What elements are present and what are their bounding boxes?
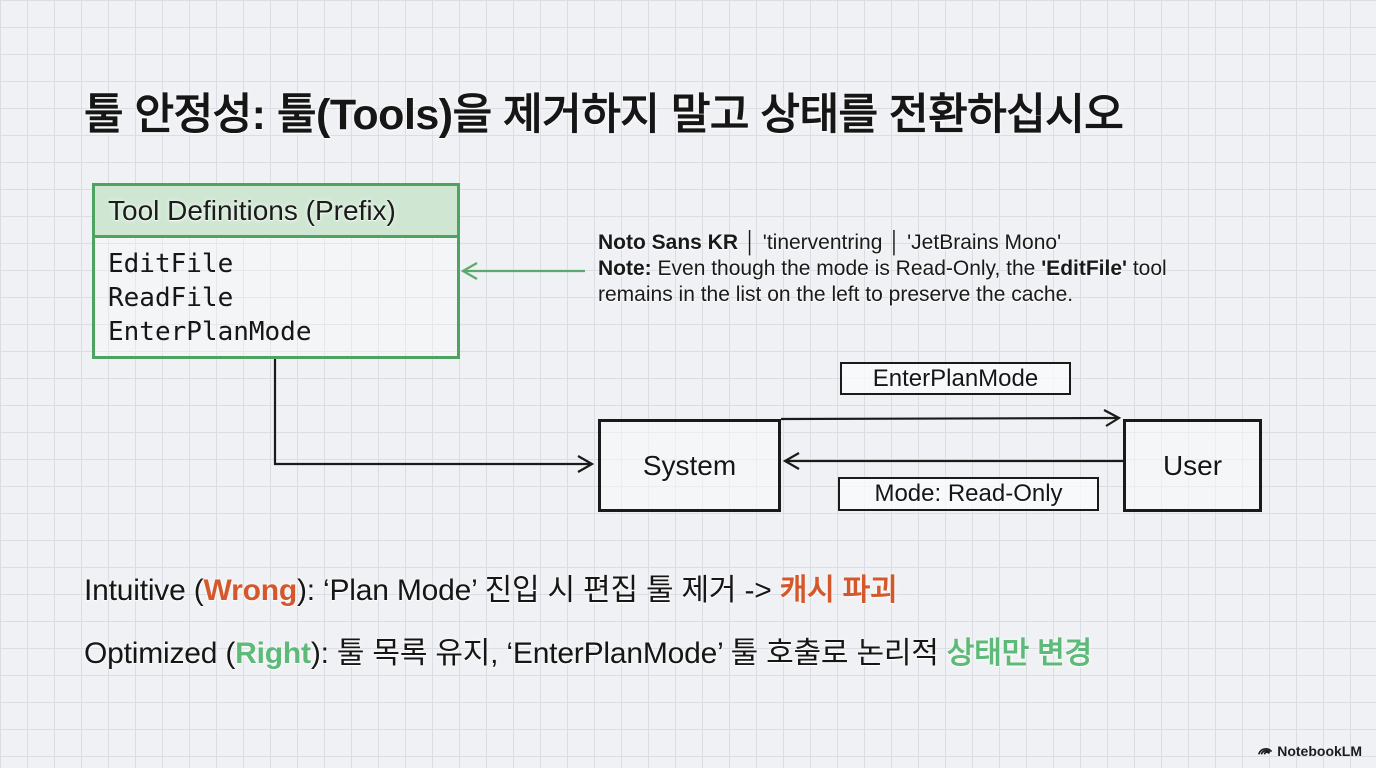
annotation-note: Noto Sans KR │ 'tinerventring │ 'JetBrai… — [598, 230, 1258, 308]
user-to-system-arrow — [782, 452, 1123, 470]
wrong-line-prefix: Intuitive ( — [84, 574, 204, 607]
wrong-highlight: Wrong — [203, 574, 298, 607]
annotation-note-mid: Even though the mode is Read-Only, the — [651, 257, 1042, 280]
right-line-middle: ): 툴 목록 유지, ‘EnterPlanMode’ 툴 호출로 논리적 — [310, 637, 947, 670]
cache-destroy-highlight: 캐시 파괴 — [779, 574, 898, 607]
right-highlight: Right — [235, 637, 311, 670]
system-node: System — [598, 419, 781, 512]
annotation-note-end: tool — [1127, 257, 1167, 280]
annotation-editfile-ref: 'EditFile' — [1041, 257, 1128, 280]
annotation-line-3: remains in the list on the left to prese… — [598, 283, 1074, 306]
annotation-line-2: Note: Even though the mode is Read-Only,… — [598, 256, 1258, 282]
tool-item-readfile: ReadFile — [108, 283, 234, 313]
tool-item-editfile: EditFile — [108, 249, 234, 279]
user-node: User — [1123, 419, 1262, 512]
toolbox-to-system-connector — [273, 359, 595, 473]
notebooklm-icon — [1258, 748, 1273, 755]
annotation-line-1: Noto Sans KR │ 'tinerventring │ 'JetBrai… — [598, 230, 1258, 256]
annotation-font-name: Noto Sans KR — [598, 231, 739, 254]
conclusion-wrong-line: Intuitive (Wrong): ‘Plan Mode’ 진입 시 편집 툴… — [84, 565, 898, 609]
tool-item-enterplanmode: EnterPlanMode — [108, 317, 312, 347]
enterplanmode-message-label: EnterPlanMode — [840, 362, 1071, 395]
note-to-toolbox-arrow — [460, 262, 585, 280]
tool-definitions-box: Tool Definitions (Prefix) EditFile ReadF… — [92, 183, 460, 359]
conclusion-right-line: Optimized (Right): 툴 목록 유지, ‘EnterPlanMo… — [84, 628, 1092, 672]
page-title: 툴 안정성: 툴(Tools)을 제거하지 말고 상태를 전환하십시오 — [84, 91, 1124, 139]
notebooklm-label: NotebookLM — [1277, 743, 1362, 759]
annotation-note-label: Note: — [598, 257, 652, 280]
tool-definitions-list: EditFile ReadFile EnterPlanMode — [95, 238, 457, 349]
mode-readonly-message-label: Mode: Read-Only — [838, 477, 1099, 511]
system-to-user-arrow — [780, 409, 1122, 427]
annotation-font-rest: │ 'tinerventring │ 'JetBrains Mono' — [738, 231, 1062, 254]
wrong-line-middle: ): ‘Plan Mode’ 진입 시 편집 툴 제거 -> — [296, 574, 780, 607]
tool-definitions-header: Tool Definitions (Prefix) — [95, 186, 457, 238]
state-change-highlight: 상태만 변경 — [946, 637, 1092, 670]
notebooklm-brand: NotebookLM — [1257, 743, 1362, 759]
right-line-prefix: Optimized ( — [84, 637, 236, 670]
